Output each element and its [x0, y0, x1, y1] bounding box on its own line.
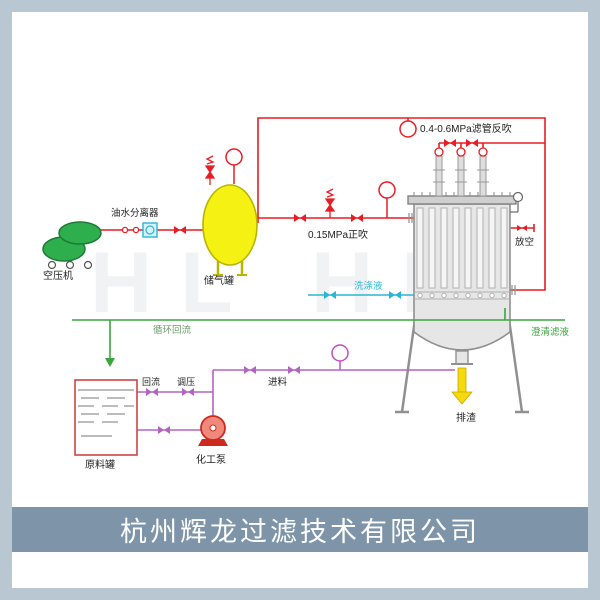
arrow-down-icon [105, 358, 115, 367]
nozzle-flanges [408, 213, 516, 295]
gas-storage-tank [202, 184, 258, 276]
pressure-gauge-icons [225, 118, 417, 218]
valve-icon [158, 426, 170, 434]
company-name: 杭州辉龙过滤技术有限公司 [120, 517, 480, 547]
raw-material-tank [74, 379, 138, 456]
relief-valve-icons [204, 155, 336, 218]
valve-icon [389, 291, 401, 299]
valve-icon [288, 366, 300, 374]
valve-icon [351, 214, 363, 222]
label-pressure-regulate: 调压 [177, 377, 195, 387]
company-banner: 杭州辉龙过滤技术有限公司 [12, 507, 588, 552]
filter-vessel [395, 147, 529, 414]
valve-icon [294, 214, 306, 222]
label-chemical-pump: 化工泵 [196, 453, 226, 466]
valve-icon [182, 388, 194, 396]
diagram-canvas: HL HL [12, 12, 588, 588]
label-air-compressor: 空压机 [43, 269, 73, 282]
valve-icon [174, 226, 186, 234]
air-compressor [42, 221, 102, 270]
label-washing-liquid: 洗涤液 [354, 280, 383, 292]
filter-elements [416, 207, 508, 289]
valve-icon [244, 366, 256, 374]
pressure-gauge-icon [399, 118, 417, 138]
purple-valve-icons [146, 366, 300, 434]
riser-tubes [433, 147, 489, 197]
vent-valve-icon [517, 225, 527, 231]
discharge-arrow-icon [451, 367, 473, 405]
feed-gauge-icon [331, 344, 349, 370]
process-flow-diagram: 0.4-0.6MPa滤管反吹 0.15MPa正吹 油水分离器 空压机 储气罐 放… [42, 117, 570, 471]
valve-icon [444, 139, 456, 147]
label-positive-blow: 0.15MPa正吹 [308, 228, 368, 241]
label-feed: 进料 [268, 376, 288, 388]
label-clarified-filtrate: 澄清滤液 [531, 326, 570, 338]
vessel-gauge-icon [510, 191, 524, 213]
oil-water-separator [142, 222, 158, 238]
label-circulation-reflux: 循环回流 [153, 324, 192, 336]
compressed-air-piping [99, 117, 546, 291]
label-reflux: 回流 [142, 376, 160, 387]
label-backflush: 0.4-0.6MPa滤管反吹 [420, 122, 512, 135]
valve-icon [466, 139, 478, 147]
label-slag-discharge: 排渣 [456, 411, 476, 424]
chemical-pump [198, 415, 228, 446]
label-gas-tank: 储气罐 [204, 274, 234, 287]
valve-icon [146, 388, 158, 396]
pressure-gauge-icon [225, 148, 243, 184]
label-raw-material-tank: 原料罐 [85, 458, 115, 471]
label-oil-water-separator: 油水分离器 [111, 207, 159, 219]
filtrate-line [72, 308, 565, 358]
cyan-valve-icons [324, 291, 401, 299]
pipe-union-icon [121, 226, 140, 234]
tube-sheet [414, 291, 510, 300]
valve-icon [324, 291, 336, 299]
pressure-gauge-icon [378, 181, 396, 218]
red-valve-icons [174, 139, 527, 234]
label-vent: 放空 [515, 236, 534, 248]
compressor-wheel-icon [47, 260, 93, 270]
liquid-level-marks [78, 389, 134, 437]
